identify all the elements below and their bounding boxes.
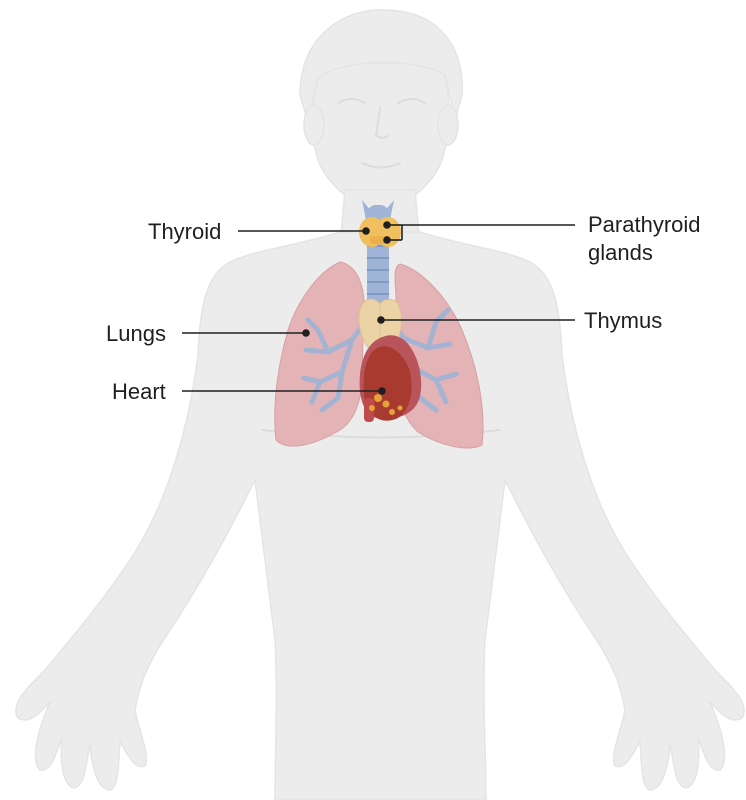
- right-ear: [438, 105, 458, 145]
- parathyroid-pointer-dot-upper: [384, 222, 390, 228]
- thymus-pointer-dot: [378, 317, 384, 323]
- lungs-pointer-dot: [303, 330, 309, 336]
- left-ear: [304, 105, 324, 145]
- heart-label: Heart: [112, 379, 166, 404]
- head: [312, 63, 449, 208]
- thyroid-label: Thyroid: [148, 219, 221, 244]
- heart-pointer-dot: [379, 388, 385, 394]
- parathyroid-label-line2: glands: [588, 240, 653, 265]
- parathyroid-label-line1: Parathyroid: [588, 212, 701, 237]
- parathyroid-pointer-dot-lower: [384, 237, 390, 243]
- thyroid-pointer-dot: [363, 228, 369, 234]
- lungs-label: Lungs: [106, 321, 166, 346]
- thymus-label: Thymus: [584, 308, 662, 333]
